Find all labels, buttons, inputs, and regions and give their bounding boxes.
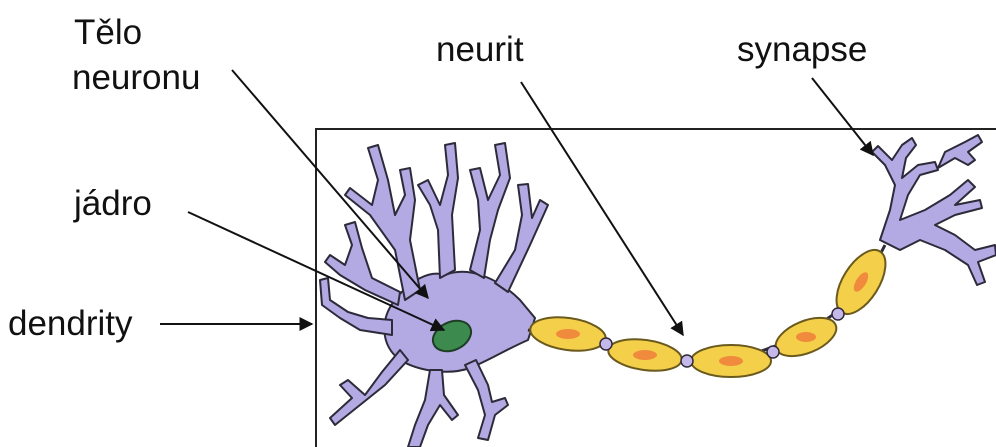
myelin-spot xyxy=(556,329,580,339)
axon-node xyxy=(600,338,612,350)
axon-terminal xyxy=(872,138,996,285)
dendrite-bottom-right xyxy=(465,360,508,440)
axon-node xyxy=(681,355,693,367)
label-neurit: neurit xyxy=(436,30,524,70)
dendrite-bottom-left xyxy=(330,350,408,425)
pointer-synapse xyxy=(812,78,873,155)
axon-node xyxy=(767,346,779,358)
dendrite-bottom-mid xyxy=(408,370,458,447)
axon-terminal-branch xyxy=(938,135,982,168)
myelin-spot xyxy=(796,332,816,342)
myelin-spot xyxy=(633,350,657,360)
label-jadro: jádro xyxy=(74,184,152,224)
pointer-lines xyxy=(160,70,873,335)
dendrite-top-right xyxy=(470,143,510,278)
dendrite-top-far xyxy=(495,184,548,292)
label-neuronu: neuronu xyxy=(72,58,200,98)
label-synapse: synapse xyxy=(737,30,867,70)
label-dendrity: dendrity xyxy=(8,304,133,344)
dendrite-top-mid xyxy=(418,143,458,278)
label-telo: Tělo xyxy=(74,13,142,53)
myelin-spot xyxy=(719,356,743,366)
axon-node xyxy=(832,308,844,320)
